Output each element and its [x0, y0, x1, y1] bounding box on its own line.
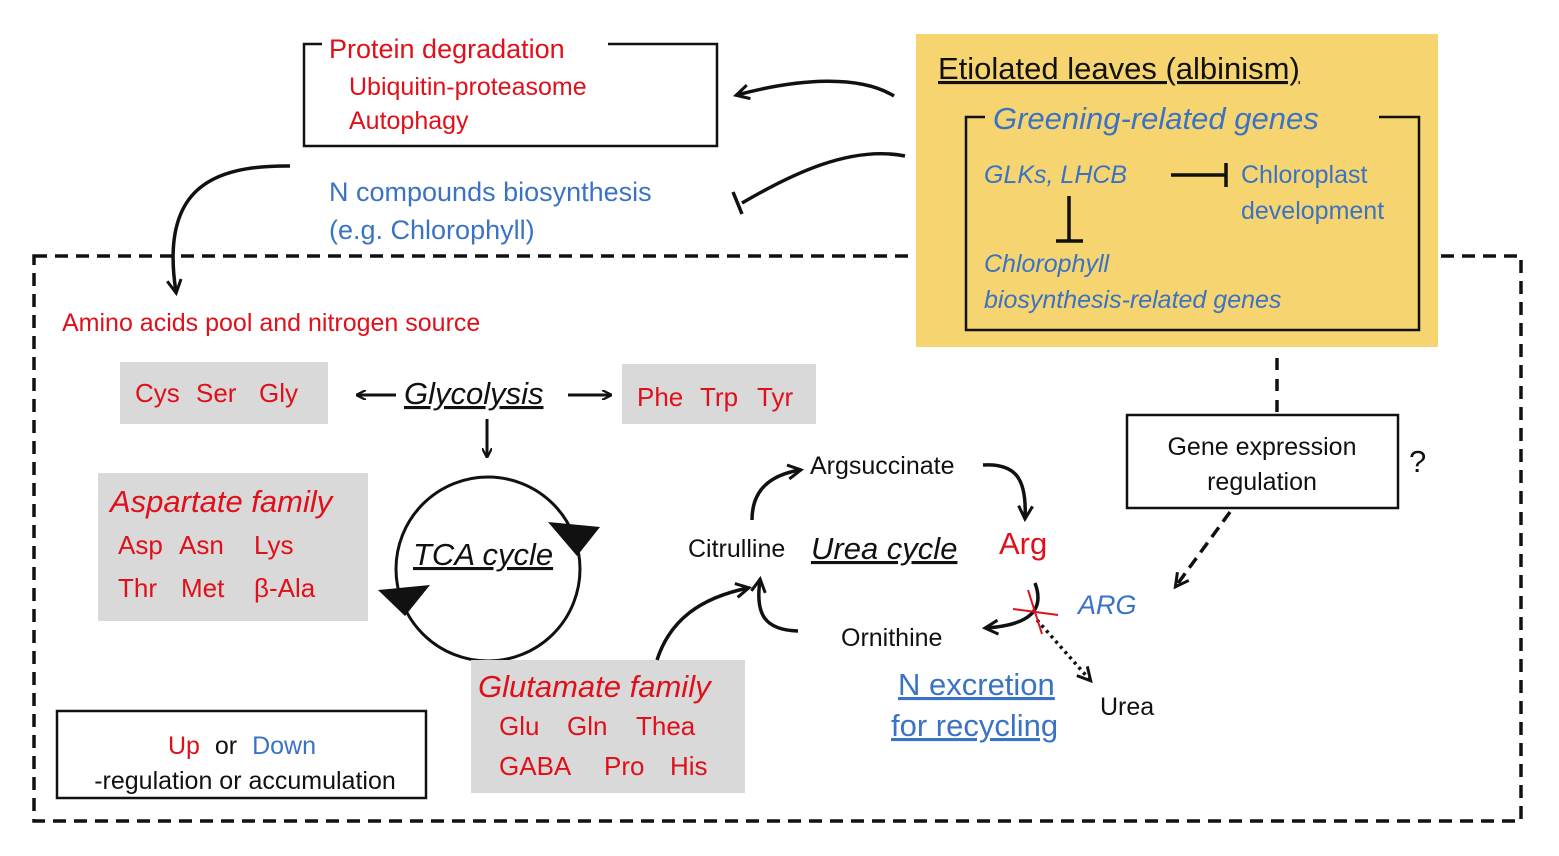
autophagy: Autophagy	[349, 107, 469, 135]
argsuccinate-label: Argsuccinate	[810, 452, 955, 480]
glutamate-family-title: Glutamate family	[478, 669, 713, 704]
thr-label: Thr	[118, 573, 157, 603]
aspartate-family-title: Aspartate family	[108, 484, 335, 519]
phe-label: Phe	[637, 382, 683, 412]
arrow-citrulline-to-argsuccinate	[750, 470, 800, 521]
b-ala-label: β-Ala	[254, 573, 316, 603]
legend-line2: -regulation or accumulation	[94, 767, 396, 795]
gaba-label: GABA	[499, 751, 572, 781]
tca-arrowhead-right	[548, 522, 600, 556]
trp-label: Trp	[700, 382, 738, 412]
urea-cycle-label: Urea cycle	[811, 531, 957, 566]
thea-label: Thea	[636, 711, 696, 741]
gly-label: Gly	[259, 378, 298, 408]
tyr-label: Tyr	[757, 382, 793, 412]
n-compounds-line2: (e.g. Chlorophyll)	[329, 215, 535, 245]
met-label: Met	[181, 573, 225, 603]
amino-acids-pool-label: Amino acids pool and nitrogen source	[62, 309, 480, 337]
blocked-arg-cross	[1012, 589, 1059, 635]
dashed-arrow-to-arg-enzyme	[1176, 510, 1232, 586]
legend-line1: Up or Down	[168, 732, 316, 760]
etiolated-panel	[916, 34, 1438, 347]
chloroplast-line2: development	[1241, 197, 1384, 225]
phe-trp-tyr-box	[622, 364, 816, 424]
inhibit-chlorophyll-connector	[1056, 196, 1083, 243]
glu-label: Glu	[499, 711, 539, 741]
arg-label: Arg	[999, 526, 1047, 561]
tca-cycle-label: TCA cycle	[413, 537, 553, 572]
legend-up: Up	[168, 732, 200, 760]
arrow-to-protein-degradation	[737, 79, 895, 96]
asn-label: Asn	[179, 530, 224, 560]
greening-genes-box	[964, 115, 1421, 332]
chloroplast-line1: Chloroplast	[1241, 161, 1368, 189]
tca-arrowhead-left	[378, 585, 430, 616]
inhibit-chloroplast-connector	[1171, 163, 1228, 187]
gene-expression-box	[1125, 413, 1400, 510]
protein-degradation-title: Protein degradation	[329, 34, 565, 64]
citrulline-label: Citrulline	[688, 535, 785, 563]
cell-region-dashed-box	[32, 254, 1523, 823]
gln-label: Gln	[567, 711, 607, 741]
n-excretion-line1: N excretion	[898, 667, 1055, 702]
glutamate-family-box	[471, 660, 745, 793]
aspartate-family-box	[98, 473, 368, 621]
asp-label: Asp	[118, 530, 163, 560]
ornithine-label: Ornithine	[841, 624, 942, 652]
glk-lhcb-label: GLKs, LHCB	[984, 161, 1127, 189]
cys-ser-gly-box	[120, 362, 328, 424]
legend-down: Down	[252, 732, 316, 760]
arrow-to-amino-pool	[173, 164, 291, 292]
arrow-glutamate-to-citrulline	[655, 588, 748, 661]
his-label: His	[670, 751, 708, 781]
n-compounds-line1: N compounds biosynthesis	[329, 177, 652, 207]
inhibit-n-compounds-bar	[731, 191, 744, 215]
protein-degradation-box	[302, 42, 719, 148]
arrow-argsuccinate-to-arg	[982, 463, 1025, 518]
gene-expression-line2: regulation	[1207, 468, 1317, 496]
cys-label: Cys	[135, 378, 180, 408]
arrow-arg-to-ornithine	[986, 582, 1040, 628]
ser-label: Ser	[196, 378, 237, 408]
arg-enzyme-label: ARG	[1076, 590, 1137, 620]
arrow-ornithine-to-citrulline	[759, 580, 799, 633]
inhibit-n-compounds-connector	[741, 151, 906, 205]
chlorophyll-genes-line1: Chlorophyll	[984, 250, 1111, 278]
lys-label: Lys	[254, 530, 294, 560]
pro-label: Pro	[604, 751, 644, 781]
greening-genes-title: Greening-related genes	[993, 101, 1319, 136]
urea-label: Urea	[1100, 693, 1154, 721]
question-mark: ?	[1409, 444, 1426, 479]
n-excretion-line2: for recycling	[891, 708, 1058, 743]
glycolysis-label: Glycolysis	[404, 376, 544, 411]
legend-or: or	[215, 732, 237, 760]
legend-box	[55, 709, 428, 800]
chlorophyll-genes-line2: biosynthesis-related genes	[984, 286, 1281, 314]
gene-expression-line1: Gene expression	[1167, 433, 1356, 461]
ubiquitin-proteasome: Ubiquitin-proteasome	[349, 73, 587, 101]
etiolated-title: Etiolated leaves (albinism)	[938, 51, 1300, 86]
